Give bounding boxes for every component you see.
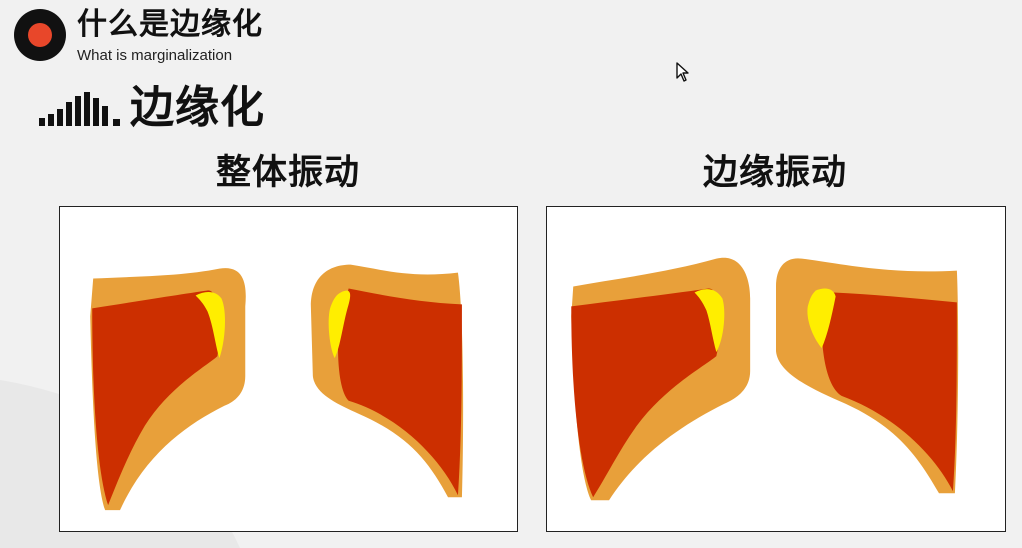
right-fold-inner bbox=[821, 292, 957, 492]
left-fold-highlight bbox=[195, 292, 226, 359]
right-fold-highlight bbox=[807, 288, 836, 349]
whole-vibration-panel bbox=[59, 206, 518, 532]
left-fold-inner bbox=[571, 288, 720, 498]
vocal-folds-whole-illustration bbox=[90, 264, 464, 511]
mouse-cursor-icon bbox=[676, 62, 689, 82]
panel-caption-whole-vibration: 整体振动 bbox=[215, 153, 360, 193]
right-fold-highlight bbox=[328, 290, 351, 359]
signal-bars-icon bbox=[39, 92, 120, 126]
edge-vibration-panel bbox=[546, 206, 1006, 532]
right-fold-inner bbox=[337, 288, 462, 496]
left-fold-highlight bbox=[694, 289, 725, 353]
page-title: 什么是边缘化 bbox=[77, 7, 263, 42]
left-fold-inner bbox=[92, 290, 220, 506]
logo-icon bbox=[14, 9, 66, 61]
panel-caption-edge-vibration: 边缘振动 bbox=[702, 153, 847, 193]
vocal-folds-edge-illustration bbox=[571, 257, 959, 501]
page-subtitle: What is marginalization bbox=[77, 47, 233, 64]
section-title: 边缘化 bbox=[130, 82, 265, 133]
